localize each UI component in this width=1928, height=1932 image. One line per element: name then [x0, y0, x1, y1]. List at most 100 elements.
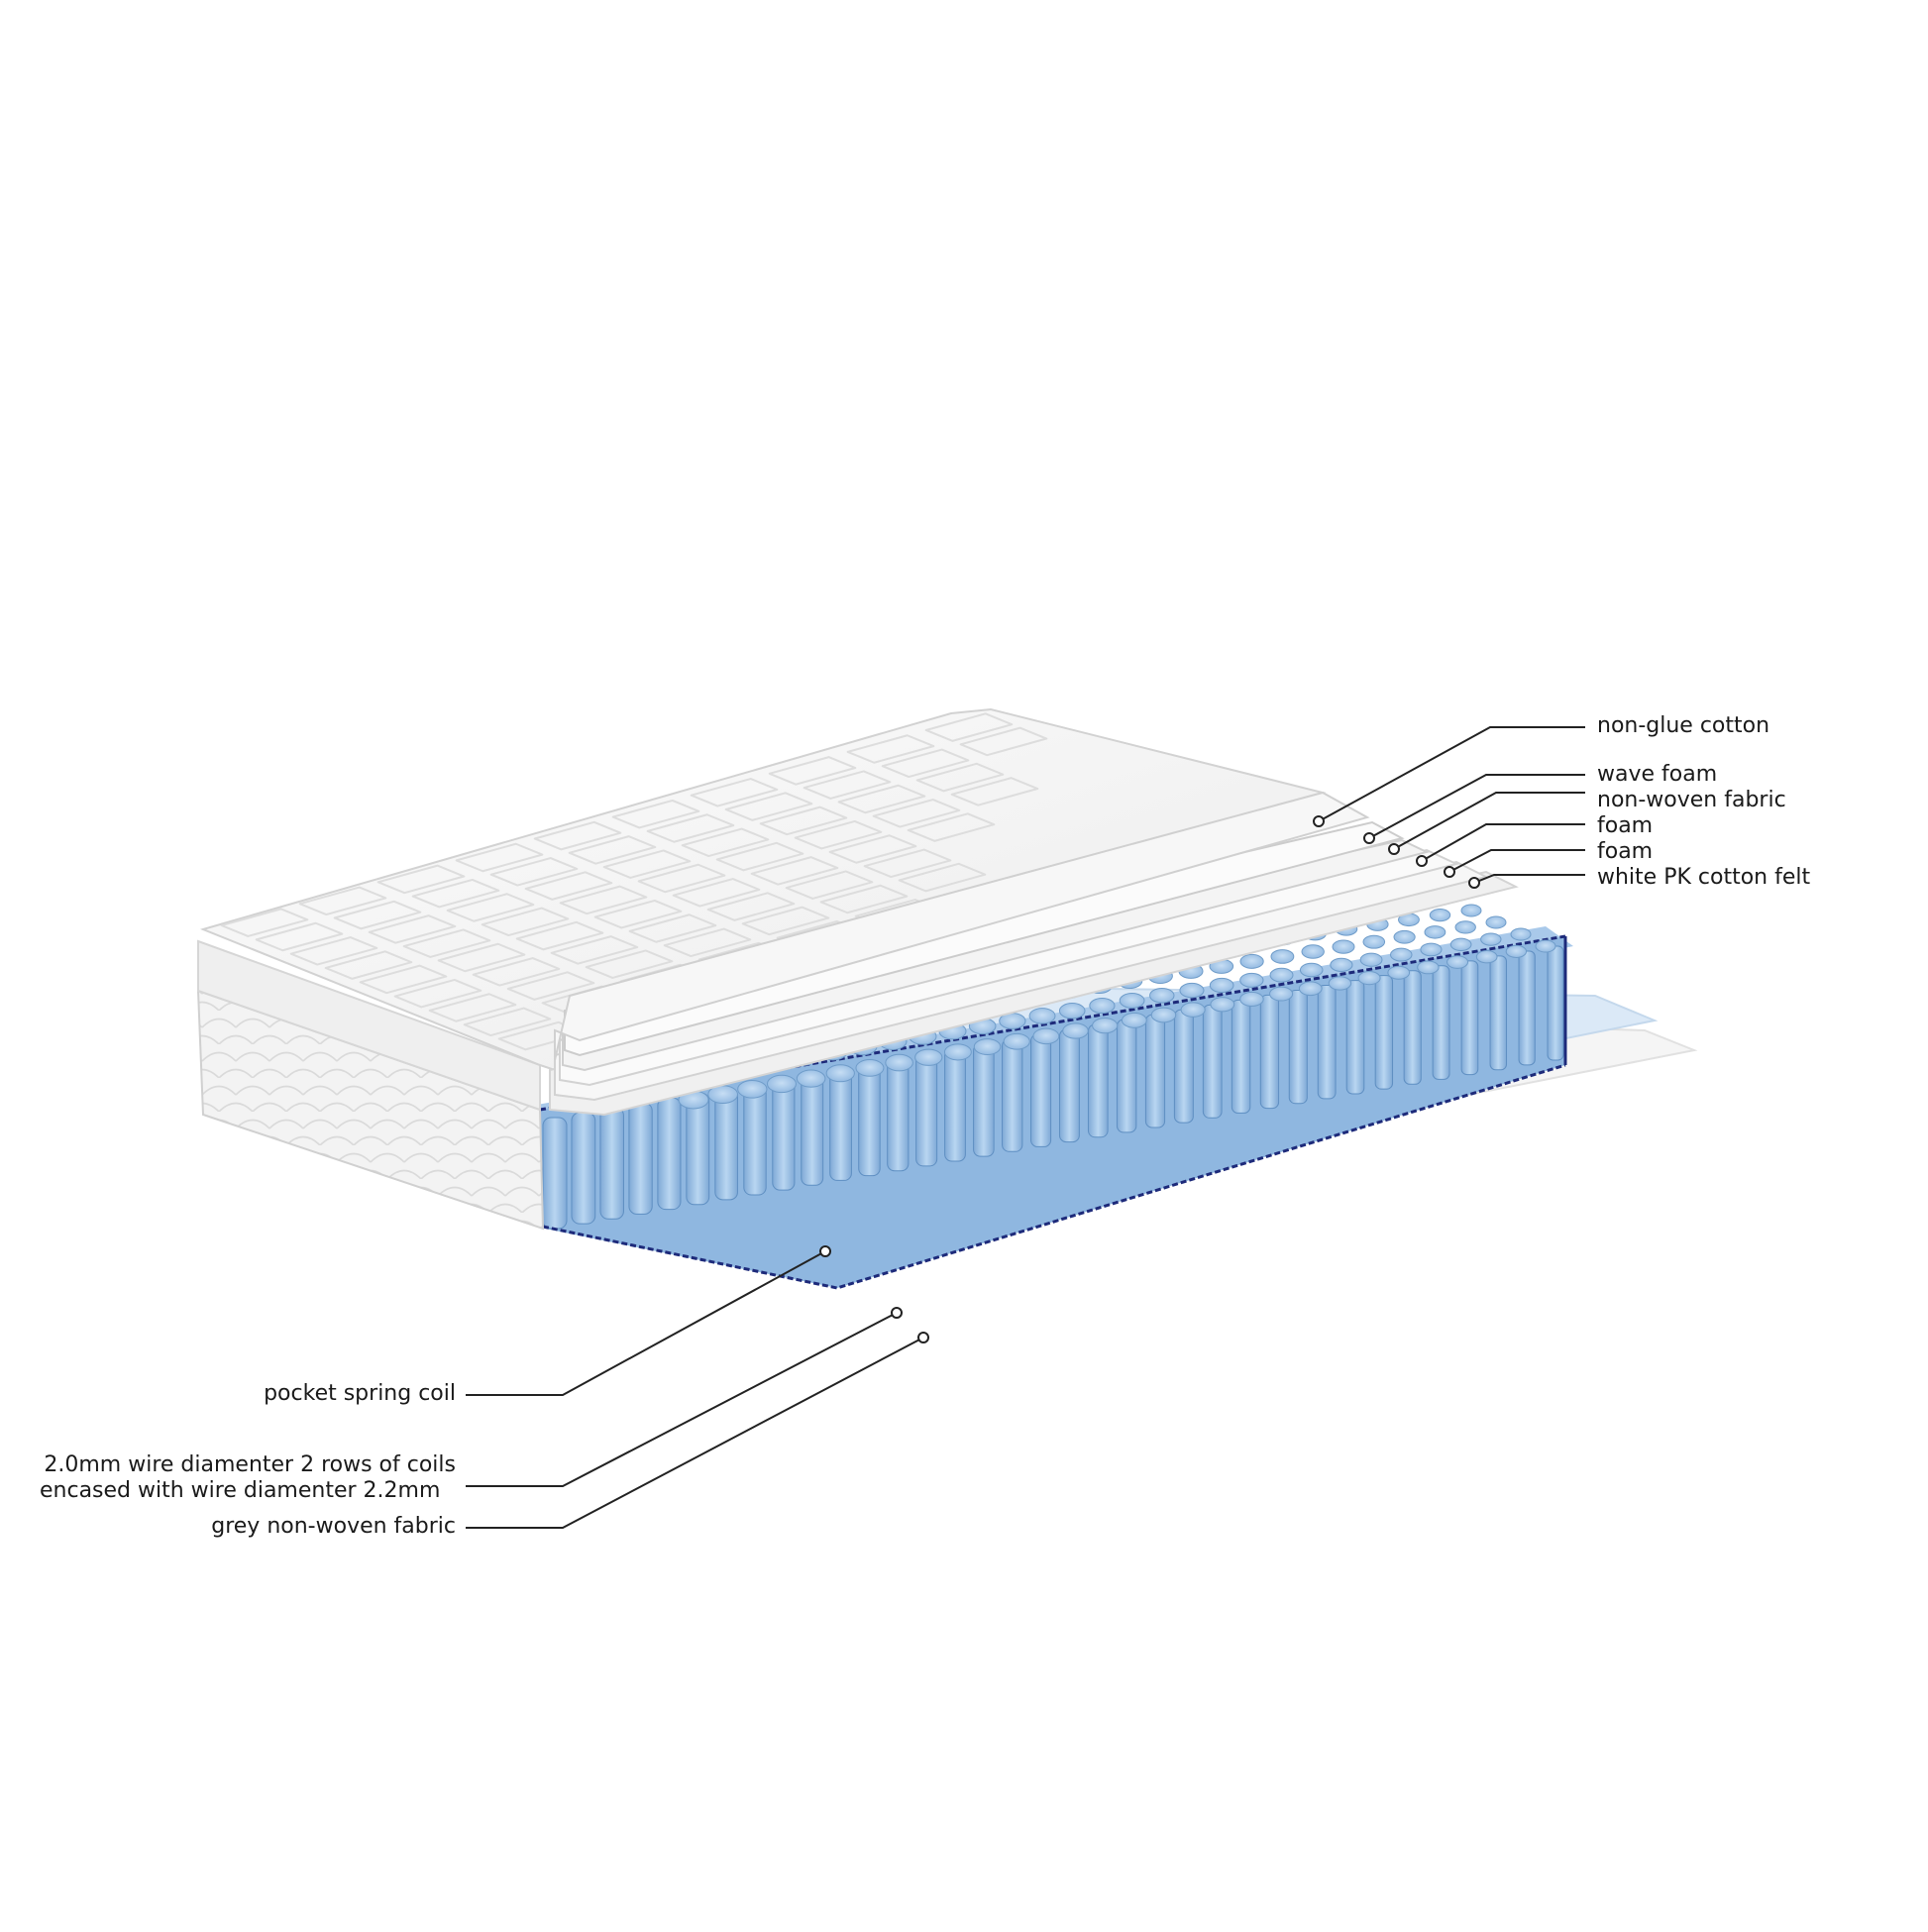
- quilt-cell: [663, 927, 752, 958]
- spring-coil-top: [885, 1053, 913, 1072]
- quilt-cell: [428, 993, 517, 1022]
- quilt-cell: [646, 813, 735, 843]
- spring-coil-top: [1420, 942, 1443, 957]
- spring-coil-top: [1149, 987, 1175, 1004]
- quilt-cell: [959, 726, 1048, 757]
- leader-pocket-spring-coil: [466, 1250, 826, 1396]
- spring-coil-top: [1179, 982, 1205, 999]
- spring-coil: [1489, 955, 1508, 1071]
- pillow-top-edge: [197, 939, 541, 1112]
- spring-coil-top: [1003, 1032, 1030, 1050]
- spring-coil-top: [1301, 944, 1325, 959]
- quilt-cell: [472, 957, 561, 987]
- spring-coil-top: [1505, 944, 1528, 958]
- spring-coil-top: [796, 1069, 826, 1088]
- spring-coil: [973, 1043, 995, 1157]
- quilt-cell: [568, 835, 657, 865]
- spring-coil: [1144, 1014, 1166, 1128]
- quilt-cell: [819, 884, 909, 914]
- spring-coil: [1460, 960, 1479, 1076]
- spring-coil-top: [825, 1064, 855, 1083]
- spring-coil: [571, 1112, 596, 1225]
- spring-coil: [944, 1048, 966, 1162]
- quilt-cell: [794, 819, 883, 850]
- quilt-cell: [593, 899, 683, 929]
- spring-coil: [887, 1058, 910, 1172]
- spring-coil: [1547, 945, 1564, 1061]
- spring-coil-top: [1390, 947, 1413, 962]
- spring-coil-top: [914, 1048, 943, 1066]
- spring-coil-top: [1449, 937, 1472, 952]
- spring-coil: [858, 1063, 881, 1177]
- dot-foam-1: [1416, 855, 1428, 867]
- spring-coil-top: [1062, 1022, 1089, 1039]
- quilt-cell: [368, 914, 457, 944]
- spring-coil: [1030, 1033, 1052, 1147]
- spring-coil-top: [1121, 1012, 1147, 1028]
- spring-coil-top: [1510, 927, 1532, 941]
- spring-coil: [1374, 975, 1394, 1090]
- label-non-glue-cotton: non-glue cotton: [1597, 713, 1770, 738]
- quilt-cell: [455, 842, 544, 873]
- quilt-cell: [846, 734, 935, 764]
- spring-frame-bottom: [542, 1063, 1566, 1290]
- quilt-cell: [741, 906, 830, 936]
- quilt-cell: [950, 777, 1039, 806]
- leader-white-pk-cotton-felt: [1473, 874, 1585, 884]
- spring-coil-top: [1359, 952, 1383, 967]
- quilt-cell: [706, 892, 796, 921]
- quilt-cell: [611, 799, 700, 829]
- spring-coil-top: [1332, 939, 1355, 954]
- spring-coil-top: [1460, 904, 1482, 917]
- quilt-cell: [803, 770, 892, 800]
- spring-coil: [1432, 965, 1450, 1080]
- spring-coil-top: [1424, 925, 1446, 939]
- quilt-cell: [898, 862, 987, 893]
- spring-coil: [542, 1117, 568, 1230]
- leader-non-glue-cotton: [1318, 726, 1585, 822]
- spring-coil-top: [1298, 981, 1323, 997]
- spring-coil: [1288, 989, 1308, 1105]
- quilt-cell: [411, 878, 500, 909]
- quilt-cell: [481, 907, 570, 937]
- quilt-cell: [690, 778, 779, 807]
- quilt-cell: [333, 900, 422, 930]
- spring-coil: [599, 1107, 624, 1220]
- spring-coil: [915, 1053, 938, 1167]
- spring-coil-top: [737, 1080, 768, 1099]
- quilt-cell: [750, 856, 839, 886]
- quilt-cell: [924, 712, 1014, 742]
- spring-coil-top: [766, 1074, 797, 1094]
- spring-coil: [801, 1073, 824, 1186]
- spring-coil: [1345, 980, 1365, 1095]
- label-non-woven-fabric: non-woven fabric: [1597, 788, 1786, 812]
- quilt-cell: [298, 886, 387, 916]
- spring-coil: [714, 1087, 738, 1201]
- spring-coil-top: [855, 1059, 885, 1077]
- quilt-cell: [393, 978, 482, 1009]
- spring-coil-top: [1092, 1018, 1119, 1034]
- spring-coil-top: [943, 1043, 972, 1061]
- spring-coil-top: [1485, 915, 1507, 929]
- quilt-cell: [289, 936, 378, 966]
- spring-coil: [1259, 994, 1280, 1110]
- quilt-cell: [376, 864, 466, 895]
- spring-coil-top: [1028, 1008, 1056, 1024]
- dot-white-pk-cotton-felt: [1468, 877, 1480, 889]
- spring-coil: [743, 1082, 767, 1196]
- label-white-pk-cotton-felt: white PK cotton felt: [1597, 865, 1811, 890]
- leader-dots: [819, 815, 1480, 1343]
- spring-coil: [628, 1102, 653, 1215]
- spring-coil: [1087, 1023, 1109, 1138]
- spring-coil: [1403, 970, 1422, 1085]
- spring-coil-top: [1089, 998, 1116, 1015]
- quilt-cell: [550, 935, 639, 965]
- spring-coil: [772, 1077, 796, 1191]
- label-pocket-spring-coil: pocket spring coil: [264, 1381, 456, 1406]
- dot-wire-diameter: [891, 1307, 903, 1319]
- quilt-cell: [681, 827, 770, 858]
- spring-front-face: [540, 936, 1565, 1288]
- leader-non-woven-fabric: [1393, 792, 1585, 850]
